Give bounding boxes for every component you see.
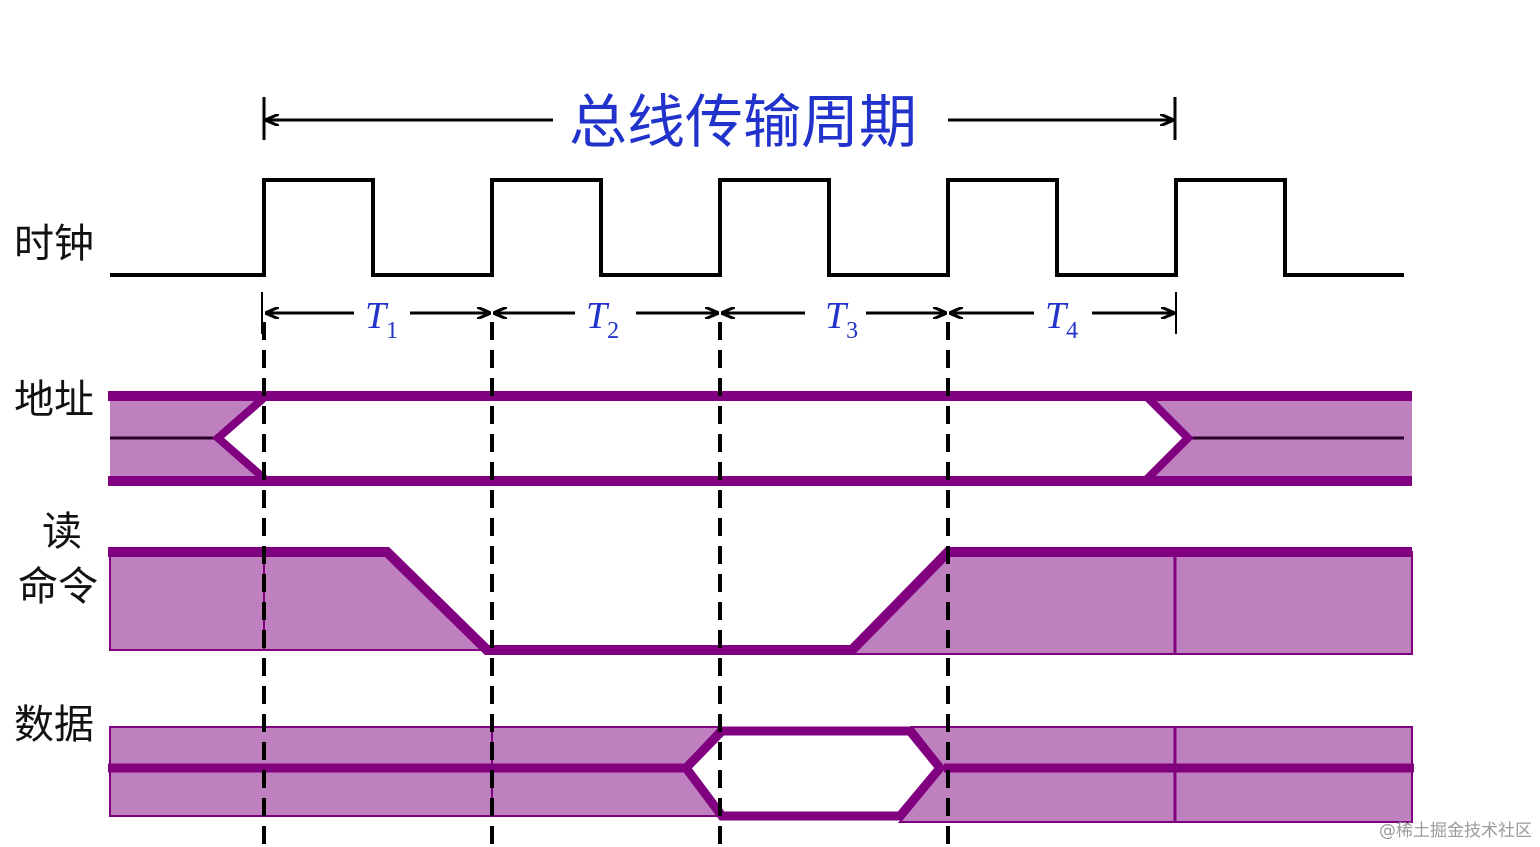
period-t4: T4	[950, 295, 1174, 344]
period-markers: T1 T2 T3 T4	[261, 292, 1177, 344]
read-command-label-line1: 读	[42, 509, 82, 555]
data-label: 数据	[14, 702, 94, 748]
clock-label: 时钟	[14, 221, 94, 267]
svg-text:T3: T3	[825, 295, 858, 344]
address-waveform	[108, 391, 1412, 486]
period-t2: T2	[494, 295, 718, 344]
read-command-label-line2: 命令	[18, 564, 98, 610]
cycle-boundary-guides	[262, 322, 950, 847]
read-command-waveform	[108, 547, 1413, 655]
bus-cycle-title: 总线传输周期	[569, 88, 917, 156]
address-label: 地址	[14, 377, 94, 423]
svg-text:T2: T2	[586, 295, 619, 344]
data-waveform	[108, 726, 1414, 823]
bus-cycle-span: 总线传输周期	[262, 88, 1177, 156]
watermark-text: @稀土掘金技术社区	[1379, 821, 1532, 841]
svg-text:T1: T1	[365, 295, 398, 344]
clock-waveform	[110, 178, 1404, 277]
period-t3: T3	[722, 295, 946, 344]
svg-text:T4: T4	[1045, 295, 1078, 344]
period-t1: T1	[266, 295, 490, 344]
